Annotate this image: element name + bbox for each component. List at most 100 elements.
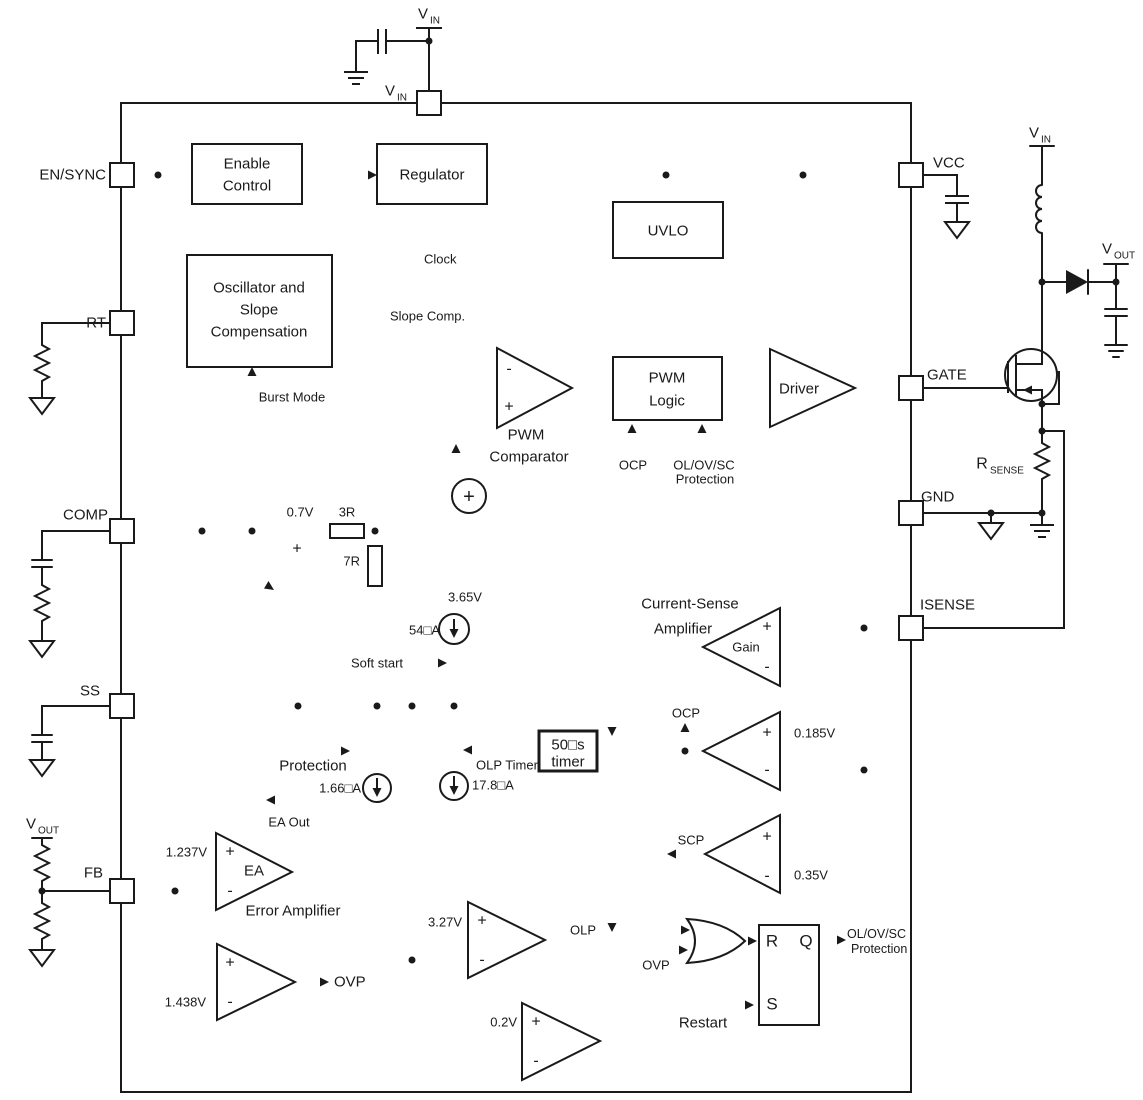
oscillator-line3: Compensation [211,324,308,341]
v1438-label: 1.438V [165,995,207,1010]
resistor-7r [367,545,383,587]
v0185-label: 0.185V [794,726,836,741]
resistor-3r-label: 3R [339,505,356,520]
current-sense-line1: Current-Sense [641,596,739,613]
restart-plus: + [531,1014,540,1031]
pwm-comparator-line1: PWM [508,427,545,444]
olovsc-q-line2: Protection [851,942,907,956]
resistor-7r-label: 7R [343,554,360,569]
clock-label: Clock [424,252,457,267]
i166-label: 1.66□A [319,781,361,796]
cs-minus: - [764,659,769,676]
olovsc-q-line1: OL/OV/SC [847,927,906,941]
scp-plus: + [762,829,771,846]
driver-triangle [769,347,858,429]
timer-line2: timer [551,754,584,771]
olp-timer-label: OLP Timer [476,758,539,773]
pwm-comparator-line2: Comparator [489,449,568,466]
enable-control-block [191,143,303,205]
pwm-logic-line2: Logic [649,393,685,410]
restart-minus: - [533,1053,538,1070]
ocp-comparator-triangle [700,710,781,792]
arrow-icon [266,795,275,805]
v035-label: 0.35V [794,868,828,883]
mosfet [1004,348,1058,402]
latch-q-label: Q [799,932,812,951]
arrow-icon [627,424,637,433]
vin-top-sub: IN [430,16,440,27]
ea-out-label: EA Out [268,815,310,830]
arrow-icon [438,658,447,668]
vin-right-sub: IN [1041,135,1051,146]
arrow-icon [607,923,617,932]
uvlo-label: UVLO [648,223,689,240]
latch-r-label: R [766,932,778,951]
scp-comparator-triangle [702,813,781,895]
ea-plus: + [225,844,234,861]
scp-label: SCP [678,833,705,848]
battery-value: 0.7V [287,505,314,520]
olovsc-pwm-line1: OL/OV/SC [673,458,734,473]
ovp-minus: - [227,994,232,1011]
pwm-plus: + [504,399,513,416]
v02-label: 0.2V [490,1015,517,1030]
pin-label-gate: GATE [927,367,967,384]
wire-vin-top [344,27,442,145]
arrow-icon [745,1000,754,1010]
ocp-plus: + [762,725,771,742]
vout-left-label: V [26,816,36,833]
ocp-comparator-label: OCP [672,706,700,721]
pin-label-fb: FB [84,865,103,882]
gain-label: Gain [732,640,759,655]
ovp-comparator-triangle [216,942,298,1022]
enable-control-line1: Enable [224,156,271,173]
rsense-label: R [976,456,988,473]
pwm-minus: - [506,361,511,378]
error-amplifier-triangle [215,831,295,912]
arrow-icon [463,745,472,755]
pin-en-sync [109,162,135,188]
vout-right-label: V [1102,241,1112,258]
error-amplifier-label: Error Amplifier [245,903,340,920]
arrow-icon [837,935,846,945]
v365-label: 3.65V [448,590,482,605]
timer-block [537,729,599,773]
pin-isense [898,615,924,641]
rsense-sub: SENSE [990,466,1024,477]
pin-rt [109,310,135,336]
arrowheads [247,170,1032,1010]
pin-label-rt: RT [86,315,106,332]
pin-gnd [898,500,924,526]
pin-comp [109,518,135,544]
i54-label: 54□A [409,623,440,638]
oscillator-block [186,254,333,368]
enable-control-line2: Control [223,178,271,195]
vout-right-sub: OUT [1114,251,1135,262]
ea-minus: - [227,883,232,900]
arrow-icon [368,170,377,180]
pin-label-en-sync: EN/SYNC [39,167,106,184]
v1237-label: 1.237V [166,845,208,860]
restart-label: Restart [679,1015,728,1032]
olp-label: OLP [570,923,596,938]
olp-comparator-triangle [467,900,548,980]
olovsc-pwm-line2: Protection [676,472,735,487]
pin-vin [416,90,442,116]
rs-latch-block [758,924,820,1026]
oscillator-line2: Slope [240,302,278,319]
scp-minus: - [764,868,769,885]
arrow-icon [748,936,757,946]
arrow-icon [264,581,274,590]
ovp-output-label: OVP [334,974,366,991]
summing-plus: + [463,486,475,508]
ground-icon [28,640,56,659]
arrow-icon [449,786,459,795]
or-gate [684,917,747,965]
arrow-icon [372,788,382,797]
pin-label-ss: SS [80,683,100,700]
restart-comparator-triangle [521,1001,603,1082]
driver-label: Driver [779,381,819,398]
olp-plus: + [477,913,486,930]
pin-label-isense: ISENSE [920,597,975,614]
arrow-icon [667,849,676,859]
